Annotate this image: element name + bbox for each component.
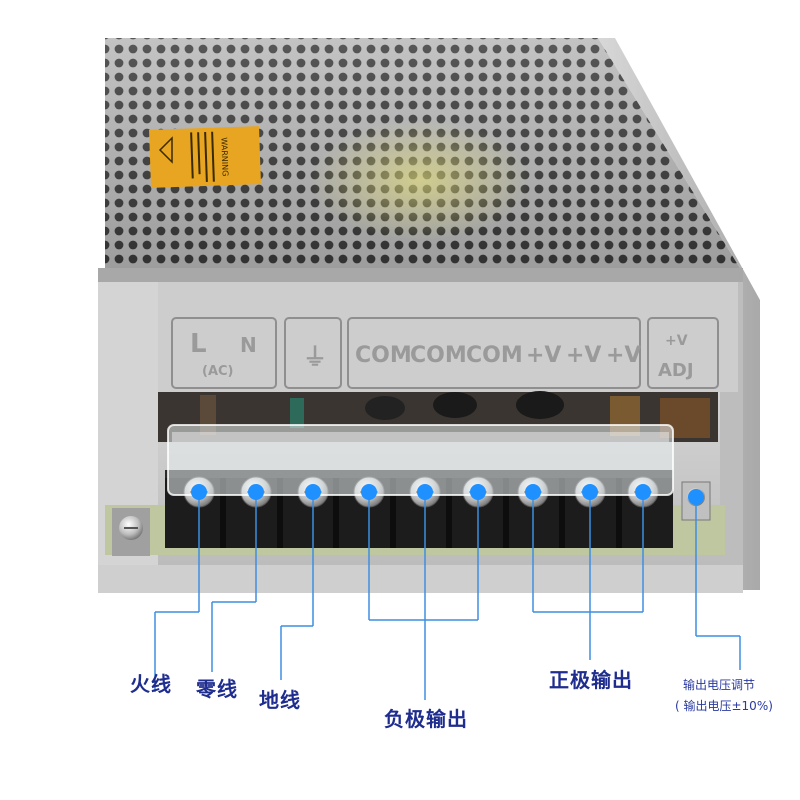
- callout-dot-v1: [525, 484, 541, 500]
- label-live: 火线: [130, 672, 172, 696]
- label-positive-output: 正极输出: [549, 668, 633, 692]
- callout-dot-n: [248, 484, 264, 500]
- label-ground: 地线: [259, 688, 301, 712]
- marking-AC: (AC): [202, 364, 233, 379]
- terminal-cover: [167, 424, 674, 496]
- marking-plus-v-2: +V: [566, 343, 601, 368]
- callout-dot-v2: [582, 484, 598, 500]
- marking-adj: ADJ: [658, 360, 694, 381]
- warning-label: WARNING: [149, 126, 261, 188]
- label-voltage-adjust-range: ( 输出电压±10%): [675, 699, 773, 713]
- chassis-ground-screw: [112, 508, 150, 556]
- warning-label-text: WARNING: [219, 137, 229, 176]
- embossed-panel: L N (AC) ⏚ COM COM COM +V +V +V +V ADJ: [158, 282, 738, 392]
- callout-dot-com3: [470, 484, 486, 500]
- marking-plus-v-3: +V: [606, 343, 641, 368]
- callout-dot-com2: [417, 484, 433, 500]
- label-voltage-adjust: 输出电压调节: [683, 678, 756, 692]
- marking-ground: ⏚: [303, 343, 327, 371]
- chassis-side-panel: [598, 38, 760, 590]
- callout-dot-v3: [635, 484, 651, 500]
- callout-dot-gnd: [305, 484, 321, 500]
- marking-com-3: COM: [466, 343, 523, 368]
- marking-N: N: [240, 333, 257, 357]
- marking-plus-v-adj: +V: [665, 333, 688, 349]
- callout-dot-com1: [361, 484, 377, 500]
- callout-dot-l: [191, 484, 207, 500]
- perforated-top-cover: [105, 38, 740, 268]
- marking-L: L: [190, 329, 207, 359]
- callout-dot-adjust: [688, 489, 704, 505]
- marking-plus-v-1: +V: [526, 343, 561, 368]
- label-negative-output: 负极输出: [384, 707, 468, 731]
- marking-com-1: COM: [355, 343, 412, 368]
- label-neutral: 零线: [196, 677, 238, 701]
- callout-lines: [154, 484, 741, 700]
- marking-com-2: COM: [410, 343, 467, 368]
